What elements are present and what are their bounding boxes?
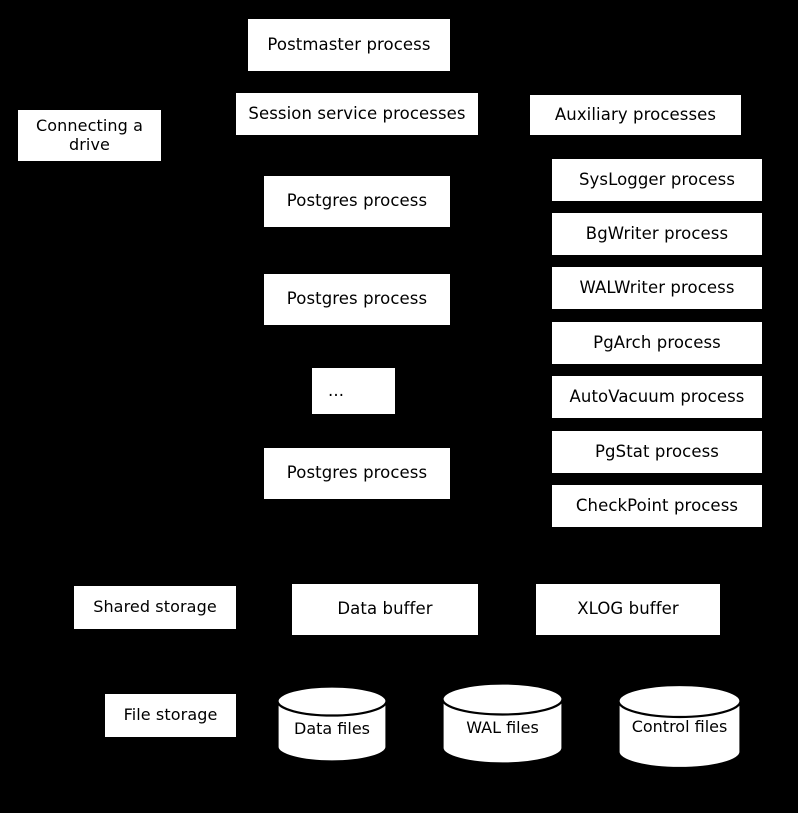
database-cylinder-icon [276,685,388,763]
node-data-buffer[interactable]: Data buffer [292,584,478,635]
node-bgwriter-process[interactable]: BgWriter process [552,213,762,255]
node-shared-storage[interactable]: Shared storage [74,586,236,629]
node-data-files-cylinder[interactable]: Data files [276,685,388,763]
node-xlog-buffer[interactable]: XLOG buffer [536,584,720,635]
database-cylinder-icon [441,682,564,765]
node-checkpoint-process[interactable]: CheckPoint process [552,485,762,527]
node-postgres-process-2[interactable]: Postgres process [264,274,450,325]
node-autovacuum-process[interactable]: AutoVacuum process [552,376,762,418]
node-wal-files-label: WAL files [466,718,539,737]
node-control-files-cylinder[interactable]: Control files [617,684,742,770]
node-postgres-process-1[interactable]: Postgres process [264,176,450,227]
node-wal-files-cylinder[interactable]: WAL files [441,682,564,765]
node-postmaster-process[interactable]: Postmaster process [248,19,450,71]
node-file-storage[interactable]: File storage [105,694,236,737]
node-syslogger-process[interactable]: SysLogger process [552,159,762,201]
node-connecting-a-drive[interactable]: Connecting a drive [18,110,161,161]
node-pgarch-process[interactable]: PgArch process [552,322,762,364]
node-postgres-process-3[interactable]: Postgres process [264,448,450,499]
node-session-service-processes[interactable]: Session service processes [236,93,478,135]
database-cylinder-icon [617,684,742,770]
node-data-files-label: Data files [294,719,370,738]
node-control-files-label: Control files [631,717,728,736]
node-walwriter-process[interactable]: WALWriter process [552,267,762,309]
node-postgres-process-ellipsis[interactable]: ... [312,368,395,414]
node-pgstat-process[interactable]: PgStat process [552,431,762,473]
node-auxiliary-processes[interactable]: Auxiliary processes [530,95,741,135]
